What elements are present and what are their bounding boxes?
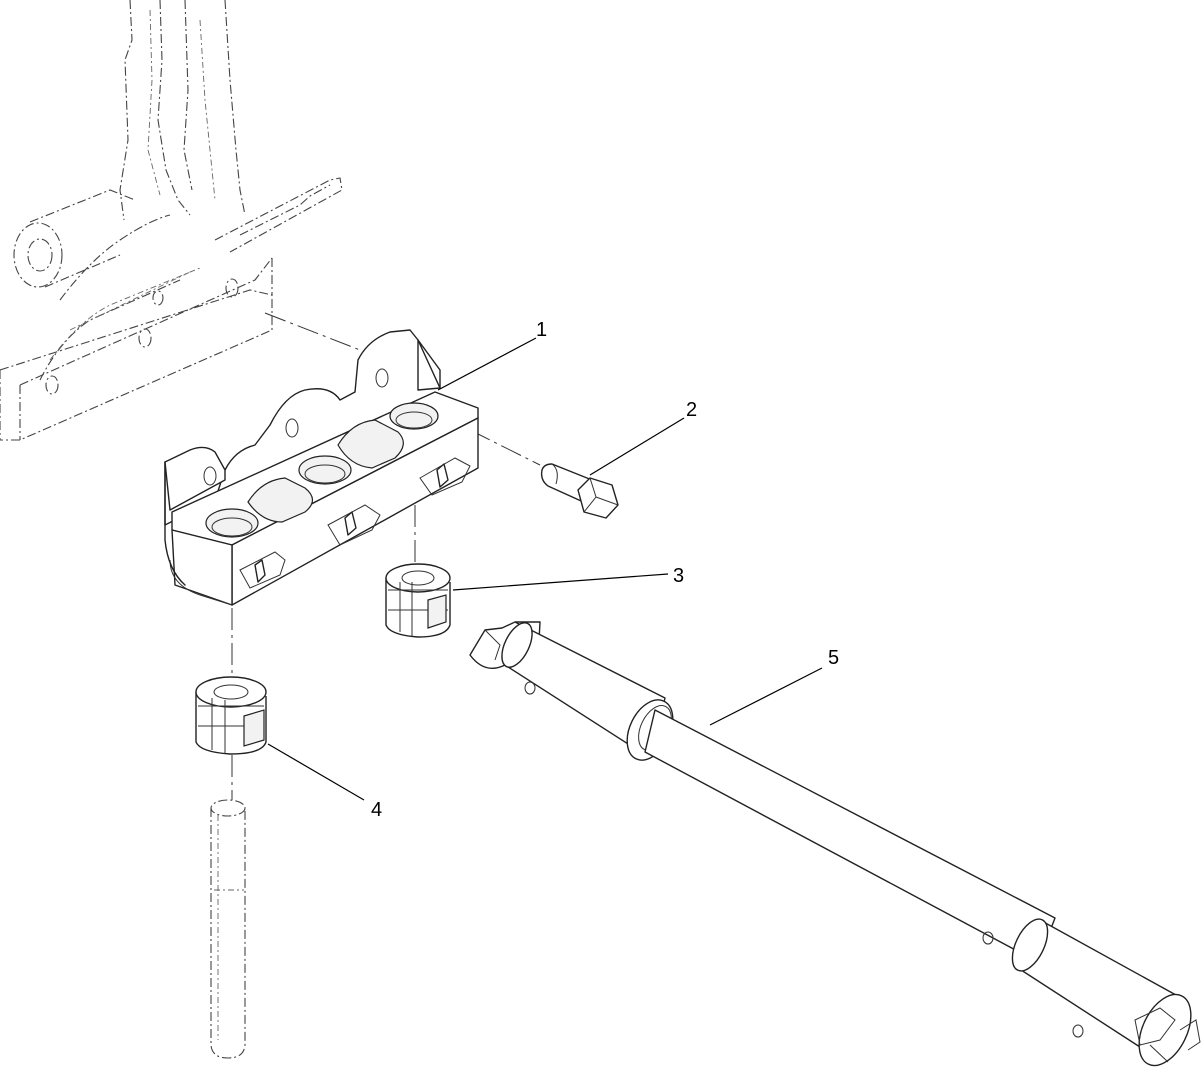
part-2-bolt	[540, 463, 619, 519]
leader-4	[267, 743, 365, 801]
callout-3: 3	[673, 565, 685, 587]
leader-3	[452, 573, 669, 591]
part-5-shaft	[469, 621, 1201, 1067]
leader-lines	[267, 337, 823, 801]
alignment-lines	[231, 312, 541, 800]
callout-5: 5	[828, 647, 840, 669]
leader-5	[709, 667, 823, 726]
phantom-pin	[210, 799, 246, 1059]
callout-1: 1	[536, 319, 548, 341]
callout-4: 4	[371, 799, 383, 821]
part-1-bracket	[164, 329, 479, 606]
leader-2	[589, 417, 685, 476]
part-4-bushing	[195, 676, 267, 755]
leader-1	[437, 337, 537, 391]
phantom-frame	[0, 0, 343, 441]
part-3-bushing	[385, 563, 451, 638]
callout-2: 2	[686, 399, 698, 421]
